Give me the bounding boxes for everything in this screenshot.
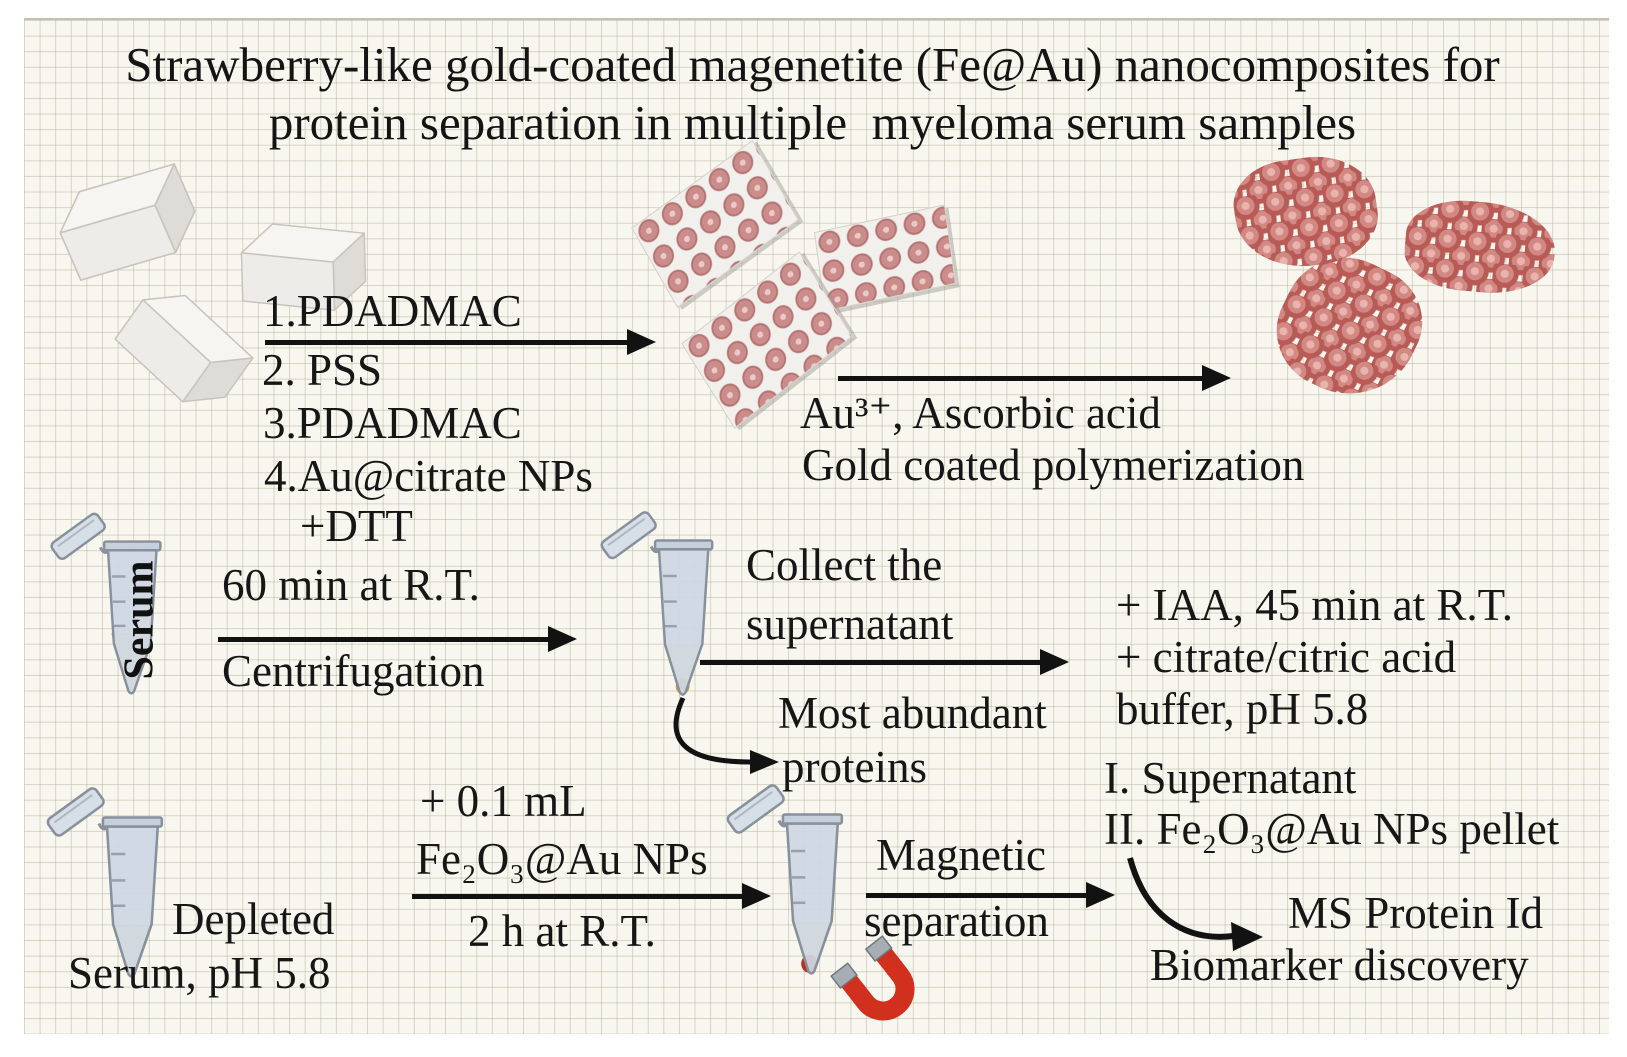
reagent-step-3: 3.PDADMAC xyxy=(263,398,522,448)
depleted-serum-line2: Serum, pH 5.8 xyxy=(68,948,331,998)
reaction-arrow-coating xyxy=(265,329,656,355)
iaa-buffer-line3: buffer, pH 5.8 xyxy=(1116,684,1369,734)
incubation-time-label: 2 h at R.T. xyxy=(468,906,656,956)
reaction-arrow-incubation xyxy=(412,883,771,909)
collect-supernatant-line2: supernatant xyxy=(746,599,954,649)
biomarker-discovery-label: Biomarker discovery xyxy=(1150,940,1529,990)
reaction-arrow-magnetic xyxy=(866,882,1115,908)
gold-reduction-label-line2: Gold coated polymerization xyxy=(802,440,1305,490)
figure-title-line1: Strawberry-like gold-coated magenetite (… xyxy=(125,37,1500,92)
ms-protein-id-label: MS Protein Id xyxy=(1288,888,1544,938)
horseshoe-magnet-icon xyxy=(830,935,915,1021)
reaction-arrow-centrifugation xyxy=(218,626,577,652)
magnetic-separation-line1: Magnetic xyxy=(876,830,1046,880)
reaction-arrow-collect xyxy=(700,649,1069,675)
reagent-step-4: 4.Au@citrate NPs xyxy=(264,451,593,501)
magnetic-capture-tube-icon xyxy=(724,781,844,975)
collect-supernatant-line1: Collect the xyxy=(746,540,943,590)
figure-title-line2: protein separation in multiple myeloma s… xyxy=(268,95,1357,150)
output-fraction-line2: II. Fe₂O₃@Au NPs pellet xyxy=(1104,804,1560,854)
reaction-arrow-gold-coating xyxy=(838,365,1231,391)
curved-arrow-ms-icon xyxy=(1127,857,1263,951)
reagent-step-2: 2. PSS xyxy=(262,345,383,395)
gold-reduction-label-line1: Au³⁺, Ascorbic acid xyxy=(800,388,1161,438)
np-addition-line1: + 0.1 mL xyxy=(420,776,587,826)
depleted-serum-tube-icon xyxy=(44,784,164,978)
abundant-proteins-line2: proteins xyxy=(782,742,927,792)
np-addition-line2: Fe₂O₃@Au NPs xyxy=(416,834,708,884)
centrifuged-tube-icon xyxy=(598,508,714,697)
abundant-proteins-line1: Most abundant xyxy=(778,688,1047,738)
magnetic-separation-line2: separation xyxy=(864,896,1049,946)
iaa-buffer-line1: + IAA, 45 min at R.T. xyxy=(1116,580,1514,630)
serum-tube-label: Serum xyxy=(116,560,163,680)
curved-arrow-pellet-icon xyxy=(673,696,779,774)
iaa-buffer-line2: + citrate/citric acid xyxy=(1116,632,1457,682)
reagent-step-1: 1.PDADMAC xyxy=(263,286,522,336)
reagent-step-5: +DTT xyxy=(300,501,413,551)
output-fraction-line1: I. Supernatant xyxy=(1104,753,1357,803)
centrifugation-arrow-label-bottom: Centrifugation xyxy=(222,646,485,696)
serum-tube-icon xyxy=(48,510,162,695)
depleted-serum-line1: Depleted xyxy=(172,894,335,944)
centrifugation-arrow-label-top: 60 min at R.T. xyxy=(222,560,480,610)
